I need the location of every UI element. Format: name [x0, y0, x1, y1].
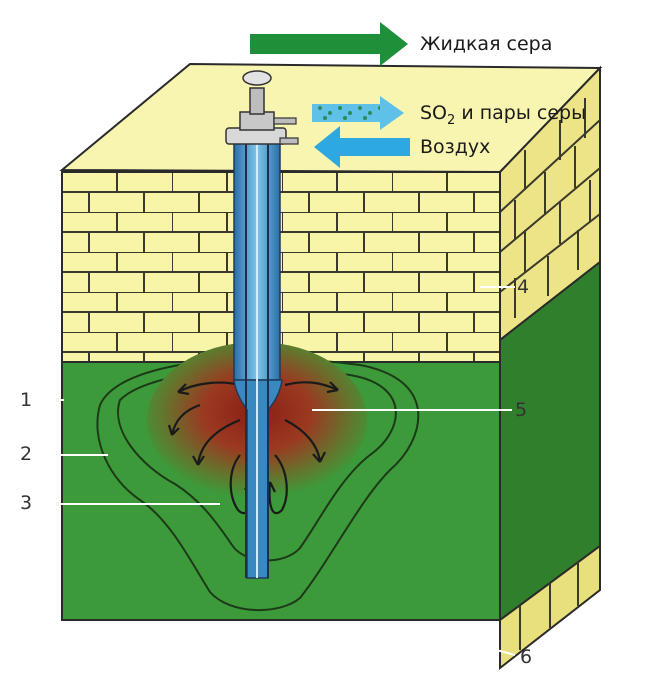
callout-5: 5 [515, 399, 528, 421]
callout-4: 4 [517, 276, 530, 298]
callout-2: 2 [20, 443, 33, 465]
air-arrow [314, 126, 410, 168]
label-so2-vapors: SO2 и пары серы [420, 102, 587, 128]
front-limestone-layer [61, 171, 501, 363]
flow-arrows [167, 381, 339, 515]
side-brick-lines [499, 98, 601, 318]
label-air: Воздух [420, 136, 491, 158]
callout-3: 3 [20, 492, 33, 514]
leader-lines [34, 286, 516, 656]
wellhead [225, 70, 299, 145]
callout-1: 1 [20, 389, 33, 411]
liquid-sulfur-arrow [250, 22, 408, 66]
so2-vapor-arrow [312, 96, 404, 130]
label-liquid-sulfur: Жидкая сера [420, 33, 553, 55]
callout-6: 6 [520, 646, 533, 668]
well-pipe [233, 139, 283, 579]
